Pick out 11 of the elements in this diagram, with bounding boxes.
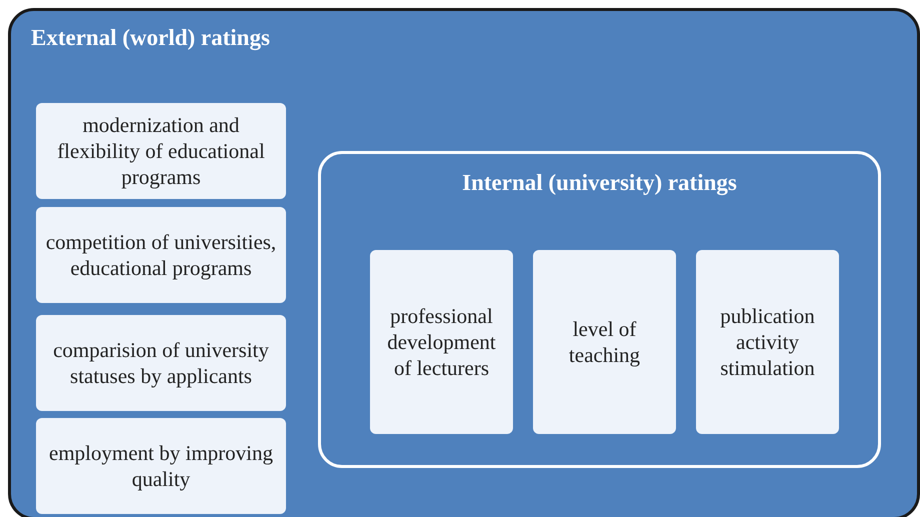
rating-card: employment by improving quality	[36, 418, 286, 514]
rating-card: modernization and flexibility of educational programs	[36, 103, 286, 199]
inner-panel	[318, 151, 881, 468]
panel-heading: External (world) ratings	[31, 25, 270, 51]
rating-card: comparision of university statuses by applicants	[36, 315, 286, 411]
rating-card: level of teaching	[533, 250, 676, 434]
outer-panel	[8, 8, 920, 517]
rating-card: competition of universities, educational programs	[36, 207, 286, 303]
rating-card: professional development of lecturers	[370, 250, 513, 434]
rating-card: publication activity stimulation	[696, 250, 839, 434]
panel-heading: Internal (university) ratings	[461, 170, 738, 196]
